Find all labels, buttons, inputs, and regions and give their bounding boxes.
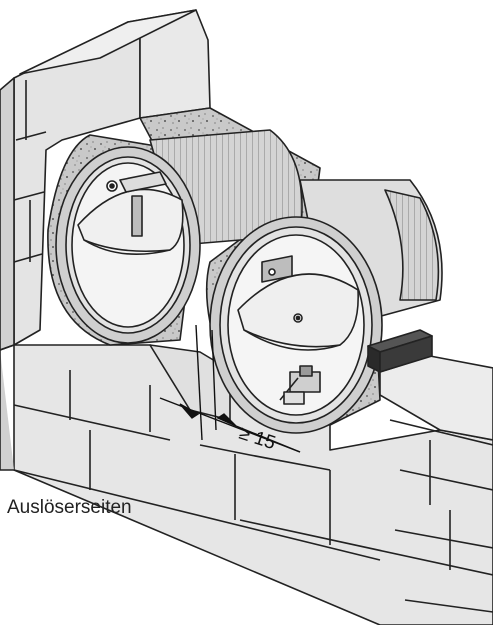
masonry-wall [0,9,493,626]
wall-right-blocks [379,355,493,441]
damper-right [209,179,443,434]
release-mechanism-right [279,365,321,405]
damper-left-blade [77,188,184,253]
damper-left [55,129,303,344]
actuator-box [367,329,433,373]
release-mechanism-left [131,195,143,237]
release-side-label: Auslöserseiten [7,497,132,518]
dimension-indicator [159,324,301,453]
